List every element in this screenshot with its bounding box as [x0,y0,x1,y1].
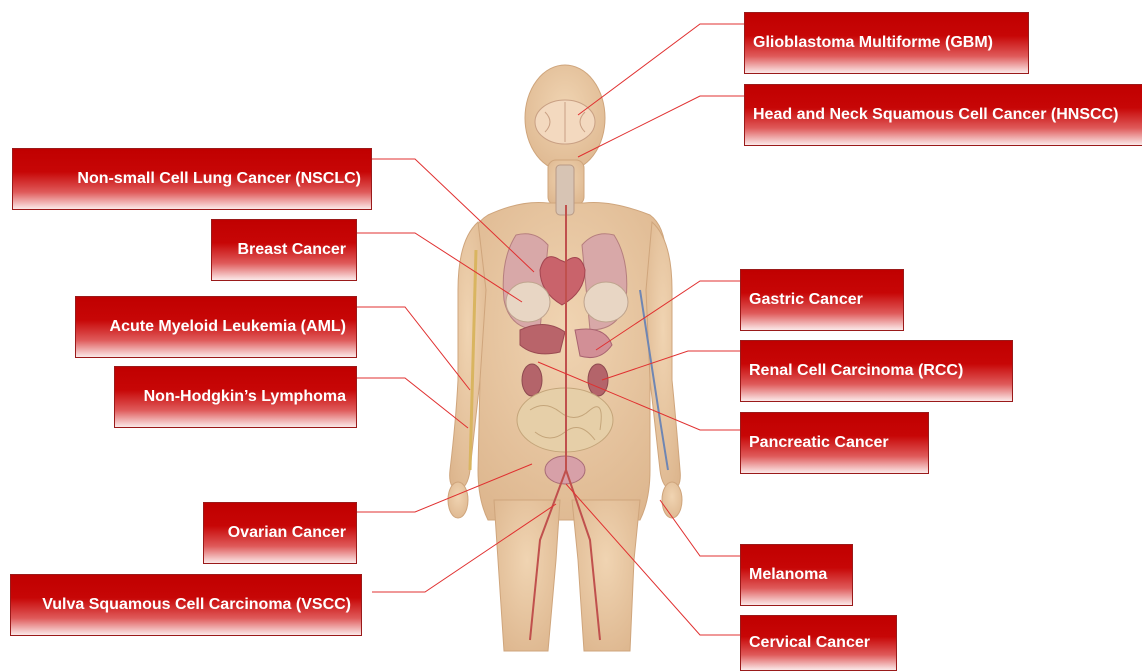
label-rcc: Renal Cell Carcinoma (RCC) [740,340,1013,402]
label-ovarian: Ovarian Cancer [203,502,357,564]
label-melanoma: Melanoma [740,544,853,606]
label-hnscc: Head and Neck Squamous Cell Cancer (HNSC… [744,84,1142,146]
leader-nsclc [372,159,534,272]
leader-breast [357,233,522,302]
leader-melanoma [660,500,740,556]
label-cervical: Cervical Cancer [740,615,897,671]
leader-nhl [357,378,468,428]
label-pancreatic: Pancreatic Cancer [740,412,929,474]
leader-gbm [578,24,745,115]
label-gbm: Glioblastoma Multiforme (GBM) [744,12,1029,74]
label-nsclc: Non-small Cell Lung Cancer (NSCLC) [12,148,372,210]
leader-hnscc [578,96,745,157]
label-aml: Acute Myeloid Leukemia (AML) [75,296,357,358]
leader-rcc [602,351,740,380]
label-gastric: Gastric Cancer [740,269,904,331]
leader-cervical [566,484,740,635]
label-nhl: Non-Hodgkin’s Lymphoma [114,366,357,428]
label-vscc: Vulva Squamous Cell Carcinoma (VSCC) [10,574,362,636]
leader-ovarian [357,464,532,512]
label-breast: Breast Cancer [211,219,357,281]
leader-pancreatic [538,362,740,430]
leader-vscc [372,504,556,592]
leader-gastric [596,281,740,350]
